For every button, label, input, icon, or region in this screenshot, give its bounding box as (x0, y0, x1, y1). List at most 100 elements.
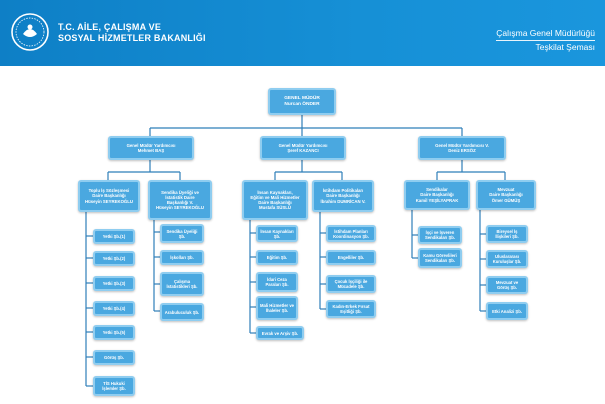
node-line: Sendikalar (426, 187, 448, 193)
branch-label: Sendika Üyeliği Şb. (166, 228, 198, 239)
branch-box: Yetki Şb.(4) (93, 301, 135, 316)
branch-box: Mevzuat ve Görüş Şb. (486, 276, 528, 294)
deputy-director-3-box: Genel Müdür Yardımcısı V. Deniz ERSÖZ (418, 136, 506, 160)
doc-title-line2: Teşkilat Şeması (535, 42, 595, 52)
branch-box: Çocuk İşçiliği ile Mücadele Şb. (326, 275, 376, 293)
branch-box: İdari Ceza Paraları Şb. (256, 272, 298, 292)
branch-label: Çocuk İşçiliği ile Mücadele Şb. (334, 279, 368, 289)
ministry-logo-icon (11, 13, 49, 51)
node-person: İbrahim DUMRİCAN V. (320, 198, 366, 204)
ministry-line1: T.C. AİLE, ÇALIŞMA VE (58, 22, 162, 32)
node-line: Sendika Üyeliği ve (161, 189, 199, 195)
node-line: Başkanlığı V. (166, 200, 194, 205)
deputy-director-1-box: Genel Müdür Yardımcısı Mehmet BAŞ (108, 136, 194, 160)
department-collective-agreement-box: Toplu İş Sözleşmesi Daire Başkanlığı Hüs… (78, 180, 140, 212)
branch-label: Engelliler Şb. (337, 255, 365, 260)
branch-box: Mali Hizmetler ve İhaleler Şb. (256, 296, 298, 320)
branch-label: Yetki Şb.(4) (102, 306, 126, 311)
node-line: İstatistik Daire (165, 194, 195, 200)
branch-label: Bireysel İş İlişkileri Şb. (495, 229, 519, 239)
doc-title-line1: Çalışma Genel Müdürlüğü (496, 28, 595, 38)
header-banner: T.C. AİLE, ÇALIŞMA VE SOSYAL HİZMETLER B… (0, 0, 605, 66)
branch-label: Mevzuat ve Görüş Şb. (495, 280, 519, 290)
branch-box: Bireysel İş İlişkileri Şb. (486, 225, 528, 243)
branch-label: Görüş Şb. (103, 355, 124, 360)
node-line: Daire Başkanlığı (92, 193, 126, 199)
title-divider (496, 40, 595, 41)
document-title: Çalışma Genel Müdürlüğü Teşkilat Şeması (496, 28, 595, 53)
branch-label: Kamu Görevlileri Sendikaları Şb. (423, 253, 457, 263)
branch-box: Sendika Üyeliği Şb. (160, 224, 204, 243)
branch-box: İşçi ve İşveren Sendikaları Şb. (418, 226, 462, 244)
branch-box: Kadın-Erkek Fırsat Eşitliği Şb. (326, 300, 376, 318)
branch-box: İnsan Kaynakları Şb. (256, 225, 298, 242)
branch-label: İstihdam Planları Koordinasyon Şb. (333, 228, 369, 239)
branch-label: Yetki Şb.(5) (102, 330, 126, 335)
branch-label: Evrak ve Arşiv Şb. (261, 330, 299, 336)
node-person: Hüseyin SEYREKOĞLU (156, 205, 204, 211)
branch-label: Uluslararası Kuruluşlar Şb. (492, 254, 522, 264)
branch-box: İstihdam Planları Koordinasyon Şb. (326, 225, 376, 242)
node-title: Genel Müdür Yardımcısı (126, 142, 176, 148)
branch-label: Kadın-Erkek Fırsat Eşitliği Şb. (332, 304, 370, 314)
branch-label: Eğitim Şb. (266, 255, 288, 260)
branch-label: İnsan Kaynakları Şb. (260, 228, 294, 239)
node-line: Mevzuat (497, 187, 515, 193)
node-line: Toplu İş Sözleşmesi (88, 188, 130, 194)
branch-box: Yetki Şb.(5) (93, 325, 135, 340)
branch-box: İşkolları Şb. (160, 250, 204, 265)
ministry-name: T.C. AİLE, ÇALIŞMA VE SOSYAL HİZMETLER B… (58, 22, 206, 44)
branch-box: TİS Hukuki İşlemler Şb. (93, 376, 135, 396)
node-title: GENEL MÜDÜR (284, 95, 320, 101)
branch-box: Etki Analizi Şb. (486, 302, 528, 320)
branch-label: Yetki Şb.(1) (102, 234, 126, 239)
branch-label: İşçi ve İşveren Sendikaları Şb. (424, 230, 456, 240)
branch-box: Yetki Şb.(3) (93, 276, 135, 291)
node-person: Nurcan ÖNDER (284, 101, 320, 107)
branch-box: Arabuluculuk Şb. (160, 303, 204, 321)
branch-box: Eğitim Şb. (256, 250, 298, 265)
department-employment-policies-box: İstihdam Politikaları Daire Başkanlığı İ… (312, 180, 374, 212)
branch-box: Yetki Şb.(2) (93, 251, 135, 266)
node-title: Genel Müdür Yardımcısı (278, 142, 328, 148)
branch-label: Etki Analizi Şb. (492, 308, 522, 314)
department-unions-box: Sendikalar Daire Başkanlığı Kamil YEŞİLY… (404, 180, 470, 210)
ministry-line2: SOSYAL HİZMETLER BAKANLIĞI (58, 33, 206, 43)
branch-label: Yetki Şb.(3) (102, 281, 126, 286)
general-director-box: GENEL MÜDÜR Nurcan ÖNDER (268, 88, 336, 115)
node-person: Deniz ERSÖZ (448, 148, 476, 153)
branch-label: TİS Hukuki İşlemler Şb. (102, 381, 126, 391)
branch-box: Kamu Görevlileri Sendikaları Şb. (418, 248, 462, 268)
branch-box: Çalışma İstatistikleri Şb. (160, 272, 204, 296)
node-line: Daire Başkanlığı (420, 192, 454, 198)
node-line: Daire Başkanlığı (326, 193, 360, 199)
branch-label: Arabuluculuk Şb. (164, 309, 200, 315)
branch-box: Uluslararası Kuruluşlar Şb. (486, 250, 528, 268)
branch-label: Mali Hizmetler ve İhaleler Şb. (260, 303, 294, 313)
department-union-membership-box: Sendika Üyeliği ve İstatistik Daire Başk… (148, 180, 212, 220)
branch-box: Görüş Şb. (93, 350, 135, 365)
node-person: Şeref KAZANCI (287, 148, 319, 153)
node-person: Ömer GÜMÜŞ (491, 197, 521, 203)
branch-label: Yetki Şb.(2) (102, 256, 126, 261)
department-legislation-box: Mevzuat Daire Başkanlığı Ömer GÜMÜŞ (476, 180, 536, 210)
node-title: Genel Müdür Yardımcısı V. (435, 142, 489, 148)
branch-box: Evrak ve Arşiv Şb. (256, 326, 304, 340)
node-person: Hüseyin SEYREKOĞLU (85, 198, 133, 204)
node-line: İstihdam Politikaları (322, 188, 364, 194)
node-line: Daire Başkanlığı (258, 200, 292, 205)
branch-label: Çalışma İstatistikleri Şb. (166, 279, 198, 289)
branch-box: Engelliler Şb. (326, 250, 376, 265)
branch-label: İşkolları Şb. (170, 255, 194, 260)
department-hr-education-box: İnsan Kaynakları, Eğitim ve Mali Hizmetl… (242, 180, 308, 220)
node-person: Kamil YEŞİLYAPRAK (415, 197, 459, 203)
branch-box: Yetki Şb.(1) (93, 229, 135, 244)
node-line: Daire Başkanlığı (489, 192, 523, 198)
node-line: İnsan Kaynakları, (257, 189, 293, 195)
branch-label: İdari Ceza Paraları Şb. (265, 277, 289, 287)
node-person: Mustafa SÜSLÜ (259, 205, 291, 211)
deputy-director-2-box: Genel Müdür Yardımcısı Şeref KAZANCI (260, 136, 346, 160)
node-person: Mehmet BAŞ (137, 148, 165, 153)
node-line: Eğitim ve Mali Hizmetler (250, 194, 300, 200)
